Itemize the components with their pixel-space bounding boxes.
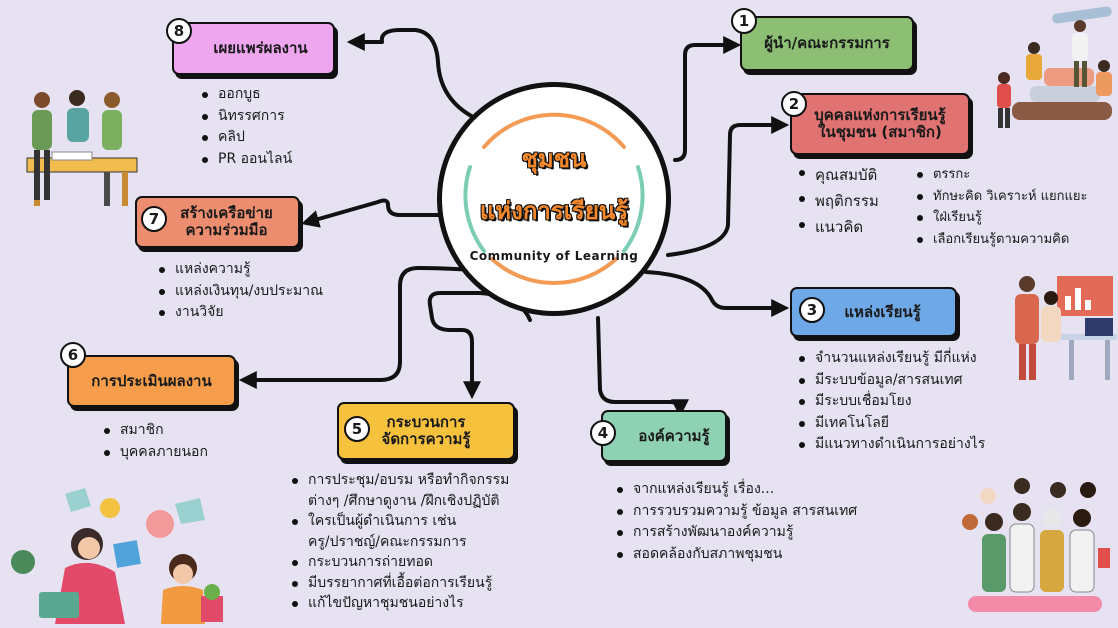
- node-2-box: บุคคลแห่งการเรียนรู้ ในชุมชน (สมาชิก): [790, 93, 970, 155]
- node-8-title: เผยแพร่ผลงาน: [213, 39, 308, 57]
- node-6-box: การประเมินผลงาน: [67, 355, 236, 407]
- teamwork-illustration: [997, 6, 1112, 128]
- node-2-title-line-1: บุคคลแห่งการเรียนรู้: [814, 106, 946, 124]
- list-item: แก้ไขปัญหาชุมชนอย่างไร: [290, 593, 509, 614]
- node-2-number: 2: [781, 91, 807, 117]
- list-item: แนวคิด: [797, 214, 879, 240]
- list-item: พฤติกรรม: [797, 188, 879, 214]
- list-item: การรวบรวมความรู้ ข้อมูล สารสนเทศ: [615, 501, 857, 523]
- list-item: การประชุม/อบรม หรือทำกิจกรรม: [290, 470, 509, 491]
- list-item: สมาชิก: [102, 420, 208, 442]
- node-8-box: เผยแพร่ผลงาน: [172, 22, 335, 75]
- meeting-illustration: [1015, 276, 1117, 380]
- node-5-number: 5: [344, 416, 370, 442]
- list-item: PR ออนไลน์: [200, 149, 292, 171]
- list-item: สอดคล้องกับสภาพชุมชน: [615, 544, 857, 566]
- list-item: มีบรรยากาศที่เอื้อต่อการเรียนรู้: [290, 573, 509, 594]
- node-2-list-left: คุณสมบัติ พฤติกรรม แนวคิด: [797, 162, 879, 240]
- node-5-list: การประชุม/อบรม หรือทำกิจกรรม ต่างๆ /ศึกษ…: [290, 470, 509, 614]
- node-4-box: องค์ความรู้: [601, 410, 727, 462]
- node-2-list-right: ตรรกะ ทักษะคิด วิเคราะห์ แยกแยะ ใฝ่เรียน…: [915, 164, 1088, 250]
- connector-1: [673, 36, 742, 162]
- list-item: เลือกเรียนรู้ตามความคิด: [915, 229, 1088, 251]
- node-6-number: 6: [60, 342, 86, 368]
- node-2-title-line-2: ในชุมชน (สมาชิก): [818, 123, 942, 141]
- node-1-box: ผู้นำ/คณะกรรมการ: [740, 16, 914, 71]
- list-item: มีระบบข้อมูล/สารสนเทศ: [797, 370, 985, 392]
- node-5-title-line-2: จัดการความรู้: [381, 430, 471, 448]
- list-item: มีแนวทางดำเนินการอย่างไร: [797, 434, 985, 456]
- node-7-title-line-1: สร้างเครือข่าย: [180, 204, 273, 222]
- list-item: ใฝ่เรียนรู้: [915, 207, 1088, 229]
- hub-ring: [463, 112, 645, 286]
- list-item: มีระบบเชื่อมโยง: [797, 391, 985, 413]
- connector-4: [596, 316, 689, 418]
- kids-learning-illustration: [11, 488, 223, 624]
- node-5-title-line-1: กระบวนการ: [386, 413, 466, 431]
- connector-8: [346, 28, 477, 120]
- node-3-list: จำนวนแหล่งเรียนรู้ มีกี่แห่ง มีระบบข้อมู…: [797, 348, 985, 456]
- list-item: แหล่งเงินทุน/งบประมาณ: [157, 281, 323, 303]
- hub-title-line-2: แห่งการเรียนรู้: [479, 197, 629, 225]
- connector-7: [301, 198, 442, 228]
- node-4-number: 4: [590, 420, 616, 446]
- list-item: การสร้างพัฒนาองค์ความรู้: [615, 522, 857, 544]
- hub-title-line-1: ชุมชน: [521, 145, 587, 173]
- list-item-continuation: ต่างๆ /ศึกษาดูงาน /ฝึกเชิงปฏิบัติ: [308, 492, 500, 509]
- list-item: จำนวนแหล่งเรียนรู้ มีกี่แห่ง: [797, 348, 985, 370]
- connector-3: [644, 270, 790, 317]
- node-8-list: ออกบูธ นิทรรศการ คลิป PR ออนไลน์: [200, 84, 292, 170]
- professionals-illustration: [962, 478, 1110, 612]
- node-3-number: 3: [799, 297, 825, 323]
- node-7-list: แหล่งความรู้ แหล่งเงินทุน/งบประมาณ งานวิ…: [157, 259, 323, 324]
- node-1-title: ผู้นำ/คณะกรรมการ: [764, 34, 890, 52]
- node-7-number: 7: [141, 206, 167, 232]
- list-item: นิทรรศการ: [200, 106, 292, 128]
- node-6-title: การประเมินผลงาน: [91, 371, 212, 390]
- connector-2: [666, 116, 790, 257]
- list-item: ตรรกะ: [915, 164, 1088, 186]
- list-item: กระบวนการถ่ายทอด: [290, 552, 509, 573]
- node-6-list: สมาชิก บุคคลภายนอก: [102, 420, 208, 463]
- list-item: คลิป: [200, 127, 292, 149]
- list-item: ออกบูธ: [200, 84, 292, 106]
- node-7-title-line-2: ความร่วมมือ: [185, 221, 268, 239]
- node-4-list: จากแหล่งเรียนรู้ เรื่อง... การรวบรวมความ…: [615, 479, 857, 565]
- hub-circle: ชุมชน แห่งการเรียนรู้ Community of Learn…: [437, 82, 671, 316]
- node-3-title: แหล่งเรียนรู้: [844, 302, 921, 321]
- node-1-number: 1: [731, 8, 757, 34]
- node-7-box: สร้างเครือข่าย ความร่วมมือ: [135, 196, 300, 248]
- list-item: มีเทคโนโลยี: [797, 413, 985, 435]
- list-item: จากแหล่งเรียนรู้ เรื่อง...: [615, 479, 857, 501]
- node-8-number: 8: [166, 18, 192, 44]
- list-item: คุณสมบัติ: [797, 162, 879, 188]
- workers-illustration: [26, 90, 138, 206]
- list-item-continuation: ครู/ปราชญ์/คณะกรรมการ: [308, 533, 467, 550]
- connector-6: [238, 266, 476, 389]
- hub-subtitle: Community of Learning: [469, 249, 639, 263]
- list-item: แหล่งความรู้: [157, 259, 323, 281]
- node-4-title: องค์ความรู้: [638, 426, 710, 445]
- list-item: บุคคลภายนอก: [102, 442, 208, 464]
- list-item: ใครเป็นผู้ดำเนินการ เช่น: [290, 511, 509, 532]
- list-item: งานวิจัย: [157, 302, 323, 324]
- list-item: ทักษะคิด วิเคราะห์ แยกแยะ: [915, 186, 1088, 208]
